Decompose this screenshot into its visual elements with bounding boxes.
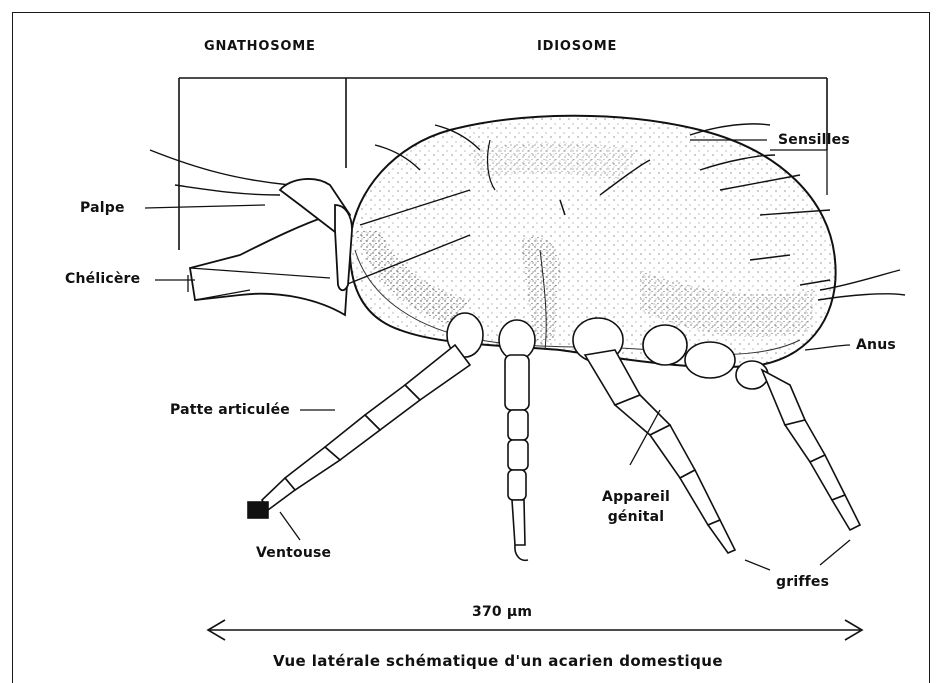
scale-label: 370 µm	[472, 605, 532, 619]
leg-2	[499, 320, 535, 560]
label-ventouse: Ventouse	[256, 546, 331, 560]
label-appareil: Appareil	[586, 490, 686, 504]
label-chelicere: Chélicère	[65, 272, 140, 286]
label-patte-articulee: Patte articulée	[170, 403, 290, 417]
header-idiosome: IDIOSOME	[537, 40, 617, 53]
leader-palpe	[145, 205, 265, 208]
leader-anus	[805, 345, 850, 350]
figure-caption: Vue latérale schématique d'un acarien do…	[273, 654, 723, 669]
leader-griffes-1	[745, 560, 770, 570]
label-anus: Anus	[856, 338, 896, 352]
label-genital: génital	[586, 510, 686, 524]
header-gnathosome: GNATHOSOME	[204, 40, 316, 53]
gnathosome	[190, 179, 352, 315]
label-sensilles: Sensilles	[778, 133, 850, 147]
leader-ventouse	[280, 512, 300, 540]
leader-griffes-2	[820, 540, 850, 565]
label-palpe: Palpe	[80, 201, 125, 215]
scale-arrow	[208, 620, 862, 640]
label-griffes: griffes	[776, 575, 829, 589]
